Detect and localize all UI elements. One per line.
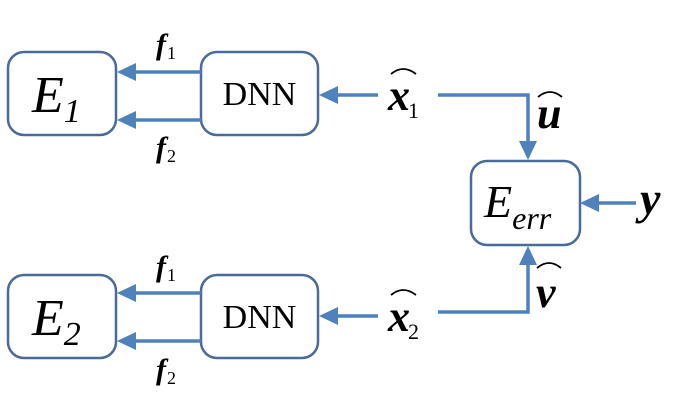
f1-top-label: f1: [156, 28, 176, 63]
svg-text:v: v: [536, 268, 556, 317]
dnn-bottom-label: DNN: [223, 299, 297, 336]
e2-label: E2: [31, 290, 81, 353]
arrowhead-x1: [319, 86, 338, 104]
e1-label-main: E: [31, 67, 64, 124]
arrowhead-x2: [319, 307, 338, 325]
svg-text:x2: x2: [387, 292, 419, 344]
err-label-main: E: [483, 176, 512, 227]
arrowhead-f2-bottom: [117, 332, 136, 350]
arrowhead-f2-top: [117, 111, 136, 129]
x1-hat-label: x1: [387, 68, 419, 123]
wire-v: [438, 263, 530, 314]
arrowhead-v: [519, 246, 537, 265]
e1-label-sub: 1: [64, 93, 81, 130]
dnn-top-label: DNN: [223, 76, 297, 113]
arrowhead-u: [519, 141, 537, 160]
v-hat-label: v: [536, 262, 562, 317]
e2-label-main: E: [31, 290, 64, 347]
e1-label: E1: [31, 67, 81, 130]
e2-block: [6, 273, 118, 360]
svg-text:u: u: [537, 89, 561, 138]
x2-hat-label: x2: [387, 289, 419, 344]
u-hat-label: u: [537, 89, 563, 138]
svg-text:x1: x1: [387, 71, 419, 123]
f1-bottom-label: f1: [156, 250, 176, 285]
err-label: Eerr: [483, 176, 552, 236]
e2-label-sub: 2: [64, 316, 81, 353]
wire-u: [438, 93, 530, 143]
dnn-bottom-block: [199, 273, 320, 360]
arrowhead-f1-bottom: [117, 284, 136, 302]
arrowhead-f1-top: [117, 63, 136, 81]
f2-bottom-label: f2: [156, 353, 176, 388]
y-label: y: [635, 173, 661, 224]
err-label-sub: err: [512, 200, 552, 236]
f2-top-label: f2: [156, 131, 176, 166]
e1-block: [6, 50, 118, 137]
arrowhead-y: [580, 194, 599, 212]
dnn-top-block: [199, 50, 320, 137]
